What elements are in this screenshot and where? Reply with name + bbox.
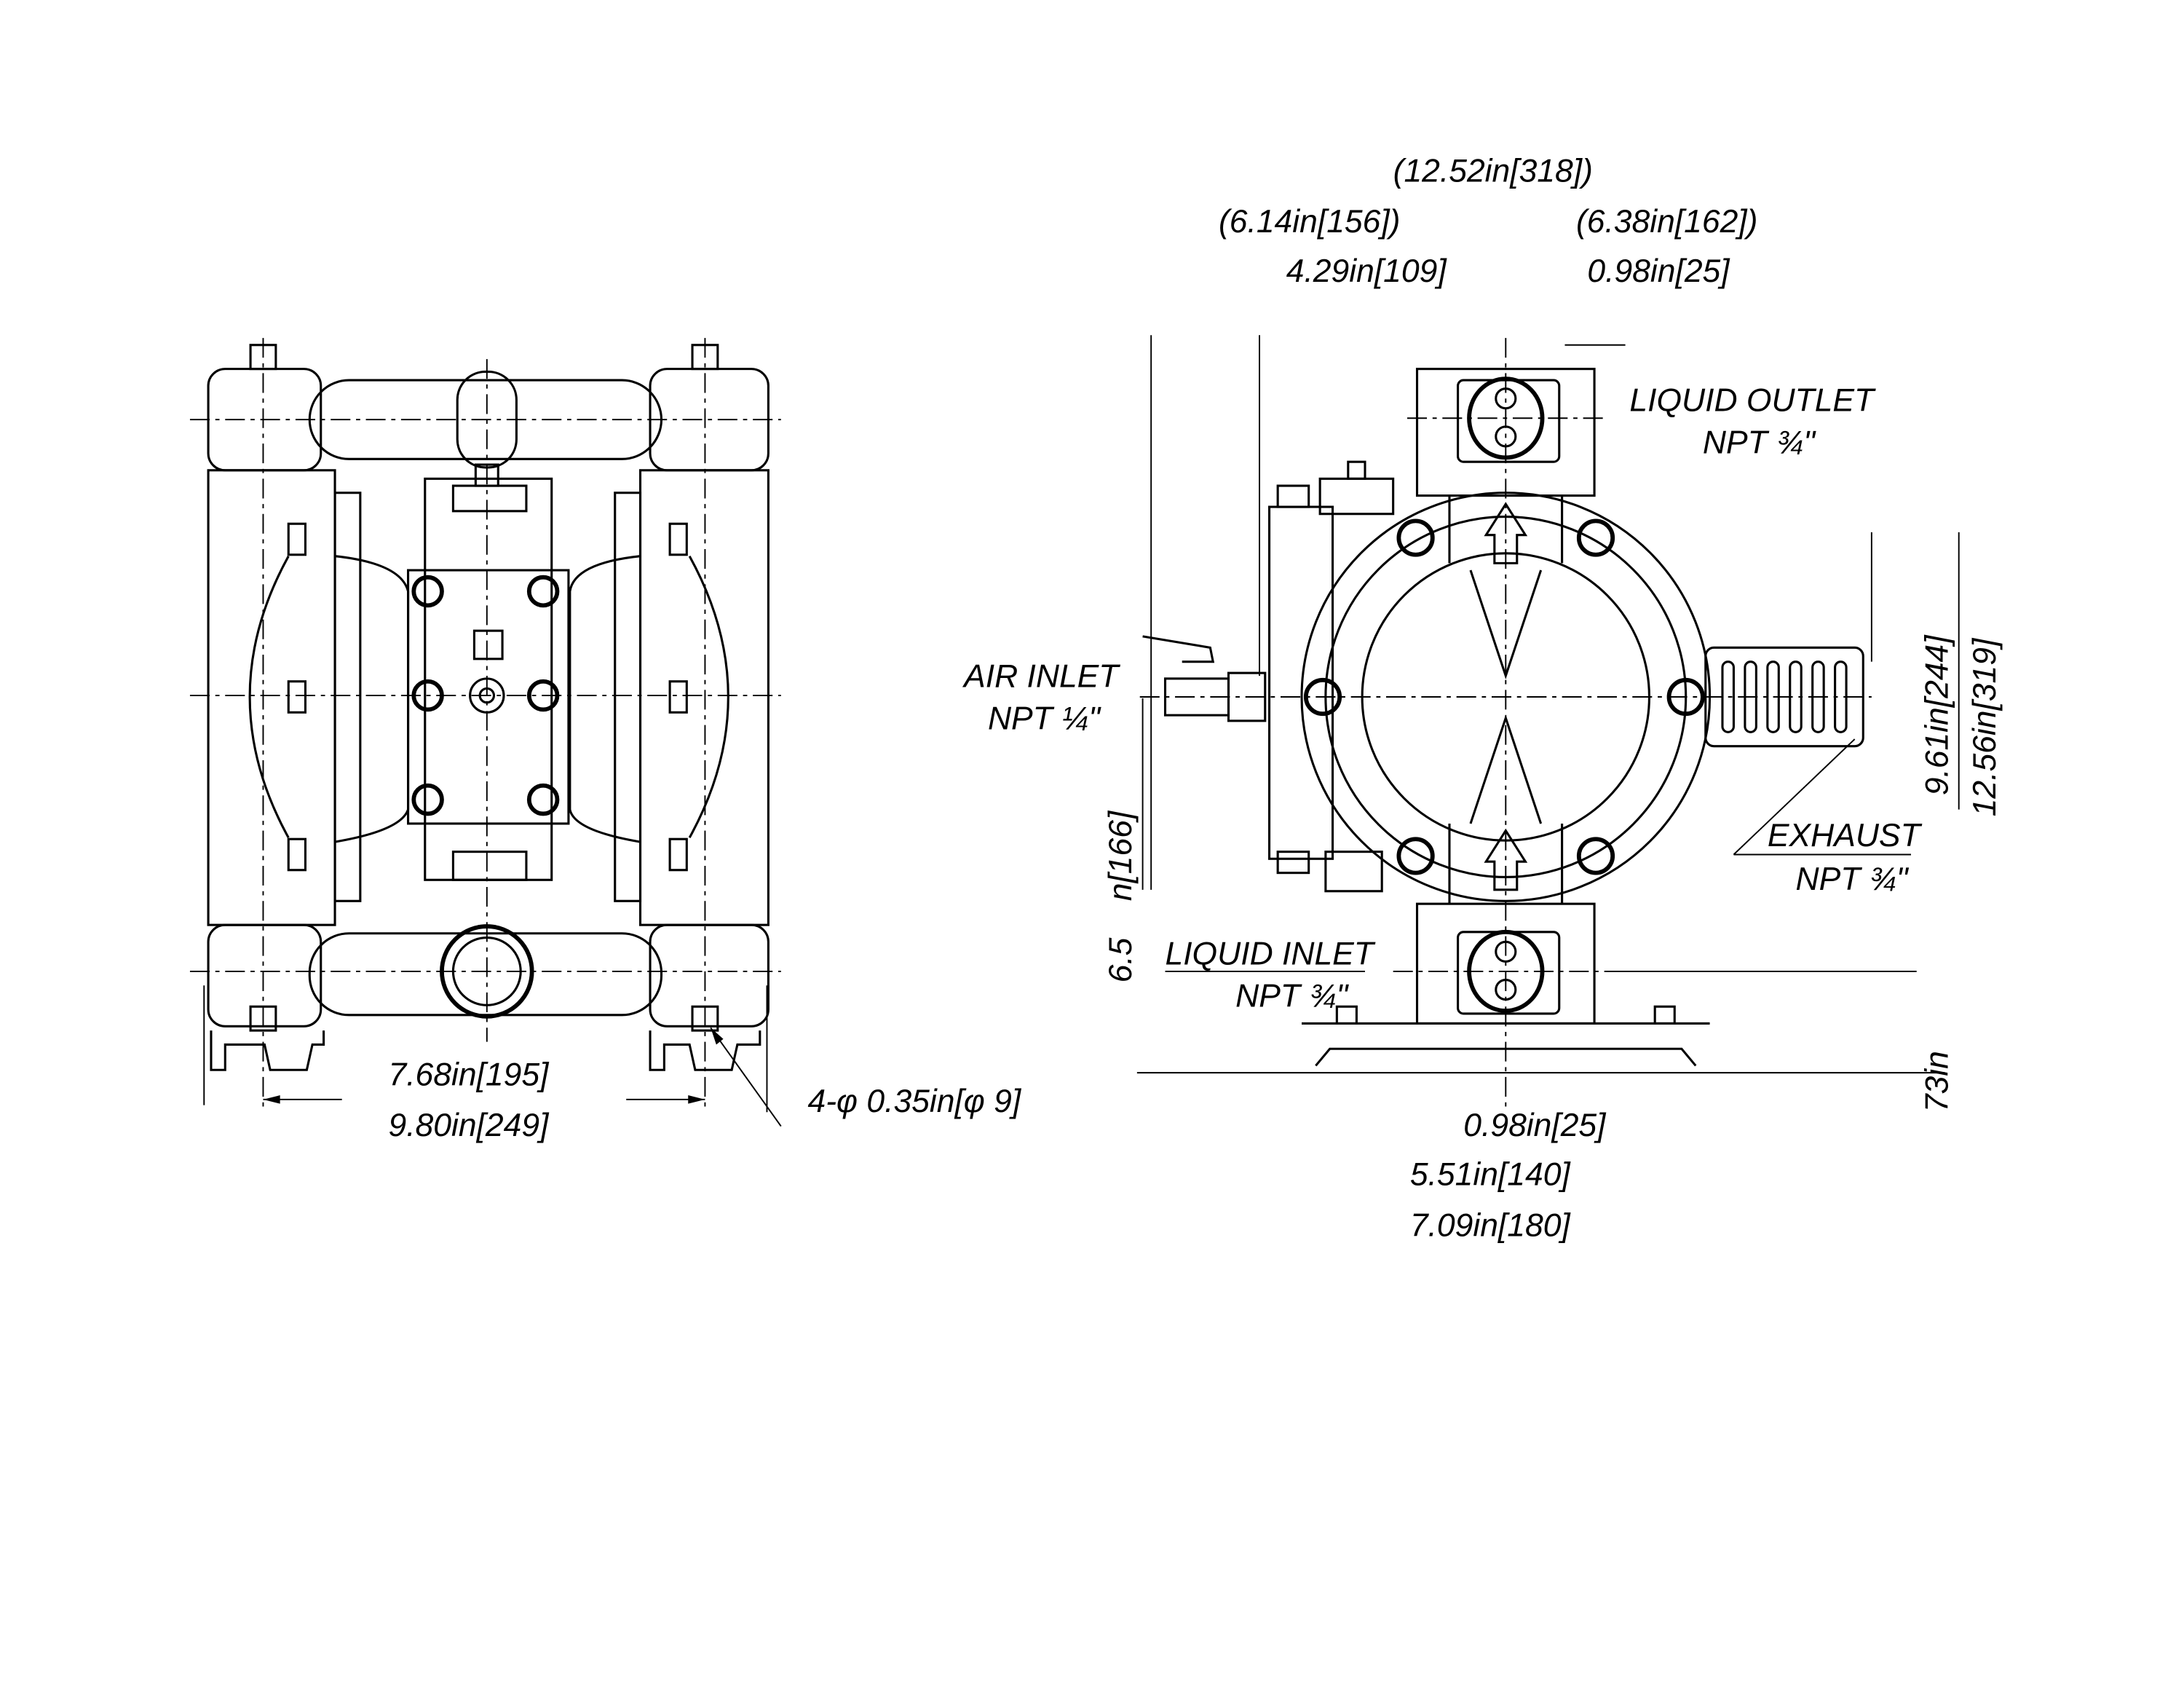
dim-vert-overall: 12.56in[319]	[1967, 637, 2003, 816]
dim-bottom-center: 0.98in[25]	[1463, 1108, 1607, 1143]
dim-vert-base: 73in	[1919, 1051, 1955, 1112]
dim-air-offset: 4.29in[109]	[1286, 253, 1448, 289]
dim-vert-air-b: 6.5	[1103, 937, 1139, 982]
dim-mount-holes: 4-φ 0.35in[φ 9]	[808, 1084, 1022, 1119]
dim-vert-exhaust: 9.61in[244]	[1919, 634, 1955, 796]
label-liquid-inlet-size: NPT ¾"	[1235, 978, 1349, 1014]
label-exhaust: EXHAUST	[1768, 818, 1923, 853]
front-view: 7.68in[195] 9.80in[249] 4-φ 0.35in[φ 9]	[189, 338, 1022, 1143]
label-liquid-outlet: LIQUID OUTLET	[1629, 383, 1876, 419]
dim-top-overall: (12.52in[318])	[1393, 154, 1593, 189]
dim-top-right: (6.38in[162])	[1576, 204, 1758, 240]
dim-bottom-bolt: 5.51in[140]	[1410, 1157, 1572, 1193]
label-air-inlet: AIR INLET	[962, 658, 1120, 694]
dim-overall-width: 9.80in[249]	[389, 1108, 550, 1143]
dim-vert-air-a: n[166]	[1103, 810, 1139, 901]
label-liquid-inlet: LIQUID INLET	[1166, 936, 1376, 971]
side-view: (12.52in[318]) (6.14in[156]) (6.38in[162…	[962, 154, 2003, 1244]
label-exhaust-size: NPT ¾"	[1795, 861, 1909, 897]
dim-top-left: (6.14in[156])	[1219, 204, 1401, 240]
dim-bolt-spacing: 7.68in[195]	[389, 1057, 550, 1093]
label-air-inlet-size: NPT ¼"	[988, 701, 1101, 736]
label-liquid-outlet-size: NPT ¾"	[1703, 425, 1816, 461]
dim-outlet-offset: 0.98in[25]	[1587, 253, 1730, 289]
dim-bottom-overall: 7.09in[180]	[1410, 1207, 1572, 1243]
